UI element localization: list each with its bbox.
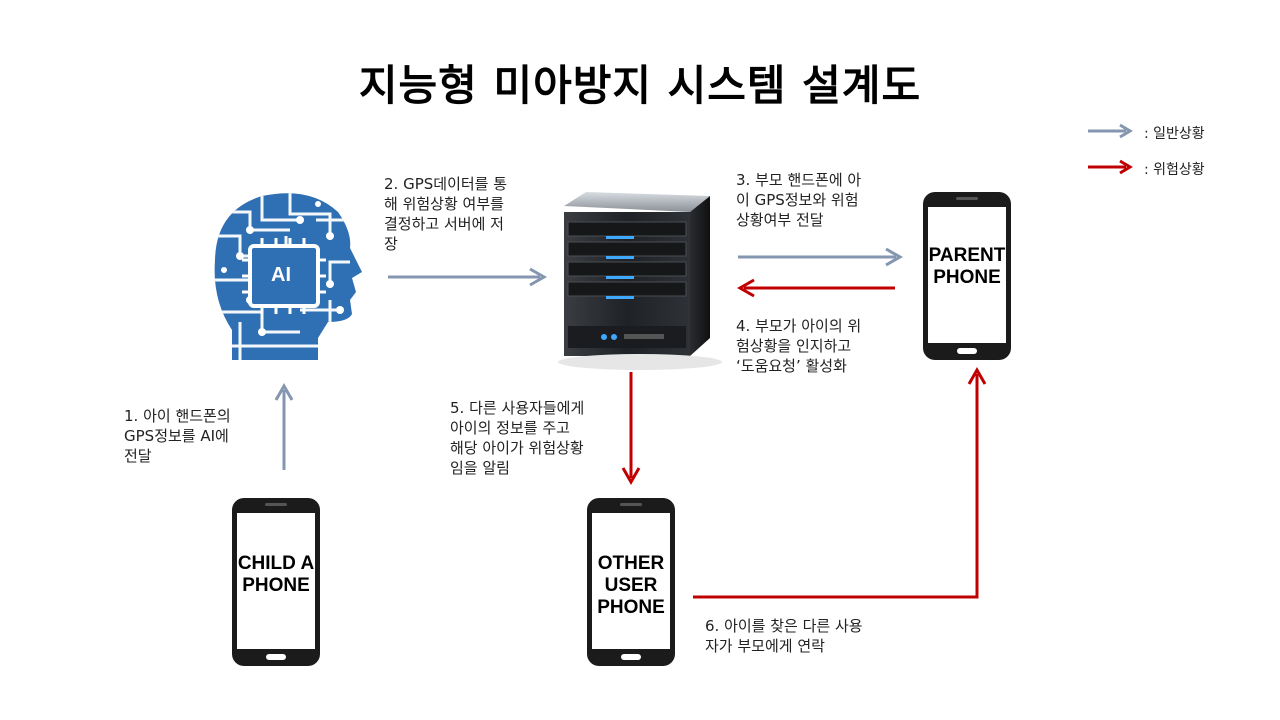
arrow-other-to-parent bbox=[693, 366, 987, 599]
ai-chip-label: AI bbox=[271, 264, 291, 286]
step-4-text: 4. 부모가 아이의 위 험상황을 인지하고 ‘도움요청’ 활성화 bbox=[736, 317, 862, 375]
step-6-text: 6. 아이를 찾은 다른 사용 자가 부모에게 연락 bbox=[705, 617, 863, 655]
arrow-server-to-other bbox=[621, 372, 641, 486]
arrow-ai-to-server bbox=[388, 267, 548, 287]
step-1-text: 1. 아이 핸드폰의 GPS정보를 AI에 전달 bbox=[124, 407, 231, 465]
arrow-parent-to-server bbox=[736, 278, 895, 298]
parent-phone-label: PARENT PHONE bbox=[928, 245, 1006, 288]
diagram-title: 지능형 미아방지 시스템 설계도 bbox=[358, 61, 922, 110]
legend-normal: : 일반상황 bbox=[1086, 122, 1276, 142]
other-phone-label: OTHER USER PHONE bbox=[597, 553, 665, 618]
smartphone-icon bbox=[923, 192, 1011, 360]
other-user-phone: OTHER USER PHONE bbox=[586, 497, 676, 667]
child-phone-label: CHILD A PHONE bbox=[237, 553, 315, 596]
step-3-text: 3. 부모 핸드폰에 아 이 GPS정보와 위험 상황여부 전달 bbox=[736, 171, 862, 229]
arrow-server-to-parent bbox=[738, 247, 904, 267]
legend-danger-label: : 위험상황 bbox=[1144, 162, 1205, 178]
child-phone: CHILD A PHONE bbox=[231, 497, 321, 667]
parent-phone: PARENT PHONE bbox=[922, 191, 1012, 361]
red-arrow-icon bbox=[1088, 159, 1133, 175]
smartphone-icon bbox=[232, 498, 320, 666]
arrow-child-to-ai bbox=[274, 382, 294, 470]
smartphone-icon bbox=[587, 498, 675, 666]
step-5-text: 5. 다른 사용자들에게 아이의 정보를 주고 해당 아이가 위험상황 임을 알… bbox=[450, 399, 585, 477]
legend-danger: : 위험상황 bbox=[1086, 158, 1276, 178]
gray-arrow-icon bbox=[1088, 123, 1133, 139]
step-2-text: 2. GPS데이터를 통 해 위험상황 여부를 결정하고 서버에 저 장 bbox=[384, 175, 508, 253]
legend-normal-label: : 일반상황 bbox=[1144, 126, 1205, 142]
